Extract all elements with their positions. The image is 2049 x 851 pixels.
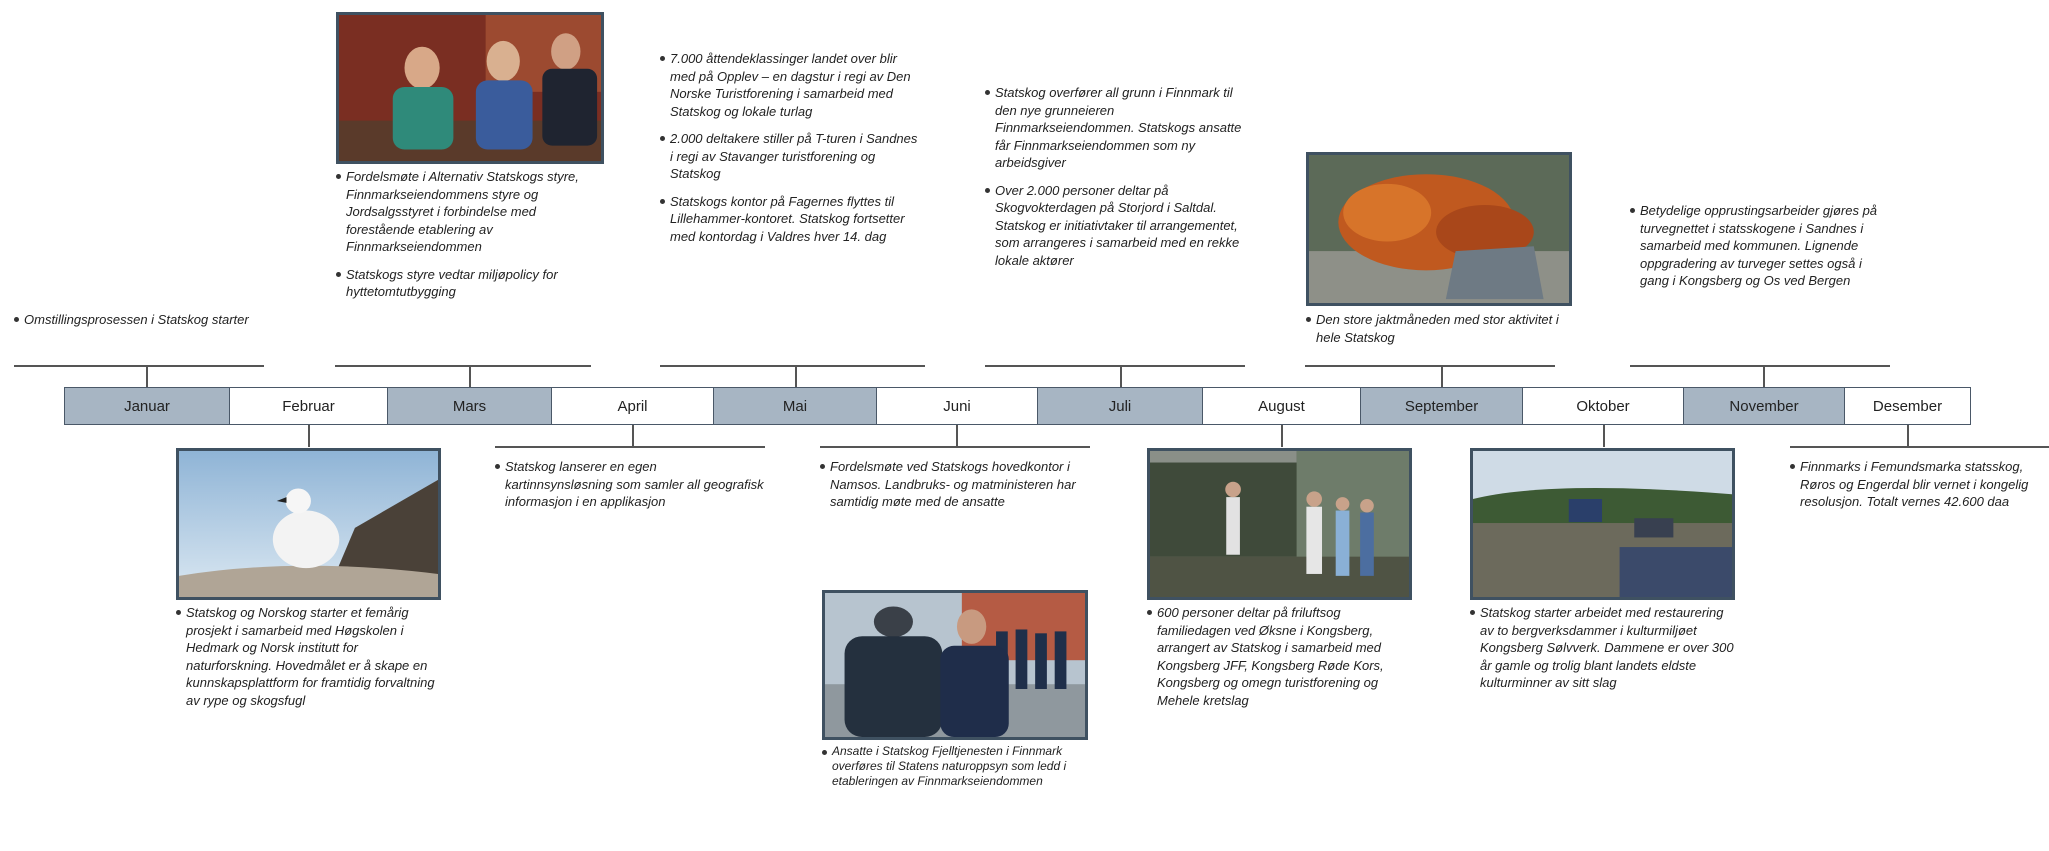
connector-mai xyxy=(660,365,925,367)
connector-desember xyxy=(1790,446,2049,448)
event-februar-1: Statskog og Norskog starter et femårig p… xyxy=(176,604,446,709)
connector-januar xyxy=(14,365,264,367)
animal-photo xyxy=(1306,152,1572,306)
connector-desember-stem xyxy=(1907,425,1909,447)
connector-juli-stem xyxy=(1120,365,1122,387)
connector-februar-stem xyxy=(308,425,310,447)
connector-juni-stem xyxy=(956,425,958,447)
connector-april-stem xyxy=(632,425,634,447)
connector-august-stem xyxy=(1281,425,1283,447)
month-april: April xyxy=(551,387,714,425)
event-mai-3: Statskogs kontor på Fagernes flyttes til… xyxy=(660,193,922,246)
month-oktober: Oktober xyxy=(1522,387,1684,425)
event-april-1: Statskog lanserer en egen kartinnsynsløs… xyxy=(495,458,767,511)
event-november-1: Betydelige opprustingsarbeider gjøres på… xyxy=(1630,202,1892,290)
month-januar: Januar xyxy=(64,387,230,425)
month-mars: Mars xyxy=(387,387,552,425)
event-juni-1: Fordelsmøte ved Statskogs hovedkontor i … xyxy=(820,458,1090,511)
note-mars: Fordelsmøte i Alternativ Statskogs styre… xyxy=(336,168,596,311)
event-mars-2: Statskogs styre vedtar miljøpolicy for h… xyxy=(336,266,596,301)
event-januar-1: Omstillingsprosessen i Statskog starter xyxy=(14,311,284,329)
note-august: 600 personer deltar på friluftsog famili… xyxy=(1147,604,1417,719)
note-desember: Finnmarks i Femundsmarka statsskog, Røro… xyxy=(1790,458,2044,521)
month-desember: Desember xyxy=(1844,387,1971,425)
connector-mars-stem xyxy=(469,365,471,387)
event-oktober-1: Statskog starter arbeidet med restaureri… xyxy=(1470,604,1735,692)
note-september: Den store jaktmåneden med stor aktivitet… xyxy=(1306,311,1571,356)
month-november: November xyxy=(1683,387,1845,425)
note-november: Betydelige opprustingsarbeider gjøres på… xyxy=(1630,202,1892,300)
connector-april xyxy=(495,446,765,448)
connector-oktober-stem xyxy=(1603,425,1605,447)
connector-november-stem xyxy=(1763,365,1765,387)
month-juli: Juli xyxy=(1037,387,1203,425)
event-juni-2: Ansatte i Statskog Fjelltjenesten i Finn… xyxy=(822,744,1092,789)
connector-september-stem xyxy=(1441,365,1443,387)
connector-mars xyxy=(335,365,591,367)
month-februar: Februar xyxy=(229,387,388,425)
connector-september xyxy=(1305,365,1555,367)
note-mai: 7.000 åttendeklassinger landet over blir… xyxy=(660,50,922,255)
connector-november xyxy=(1630,365,1890,367)
connector-mai-stem xyxy=(795,365,797,387)
month-september: September xyxy=(1360,387,1523,425)
event-august-1: 600 personer deltar på friluftsog famili… xyxy=(1147,604,1417,709)
connector-juli xyxy=(985,365,1245,367)
event-mai-1: 7.000 åttendeklassinger landet over blir… xyxy=(660,50,922,120)
event-september-1: Den store jaktmåneden med stor aktivitet… xyxy=(1306,311,1571,346)
connector-januar-stem xyxy=(146,365,148,387)
month-august: August xyxy=(1202,387,1361,425)
excavator-photo xyxy=(1470,448,1735,600)
note-juli: Statskog overfører all grunn i Finnmark … xyxy=(985,84,1247,279)
event-juli-1: Statskog overfører all grunn i Finnmark … xyxy=(985,84,1247,172)
ptarmigan-photo xyxy=(176,448,441,600)
connector-juni xyxy=(820,446,1090,448)
meeting-photo xyxy=(336,12,604,164)
month-juni: Juni xyxy=(876,387,1038,425)
note-juni-2: Ansatte i Statskog Fjelltjenesten i Finn… xyxy=(822,744,1092,799)
event-juli-2: Over 2.000 personer deltar på Skogvokter… xyxy=(985,182,1247,270)
event-mai-2: 2.000 deltakere stiller på T-turen i San… xyxy=(660,130,922,183)
note-juni-1: Fordelsmøte ved Statskogs hovedkontor i … xyxy=(820,458,1090,521)
note-april: Statskog lanserer en egen kartinnsynsløs… xyxy=(495,458,767,521)
event-mars-1: Fordelsmøte i Alternativ Statskogs styre… xyxy=(336,168,596,256)
note-januar: Omstillingsprosessen i Statskog starter xyxy=(14,311,284,339)
workers-photo xyxy=(1147,448,1412,600)
handshake-photo xyxy=(822,590,1088,740)
event-desember-1: Finnmarks i Femundsmarka statsskog, Røro… xyxy=(1790,458,2044,511)
month-mai: Mai xyxy=(713,387,877,425)
note-oktober: Statskog starter arbeidet med restaureri… xyxy=(1470,604,1735,702)
note-februar: Statskog og Norskog starter et femårig p… xyxy=(176,604,446,719)
